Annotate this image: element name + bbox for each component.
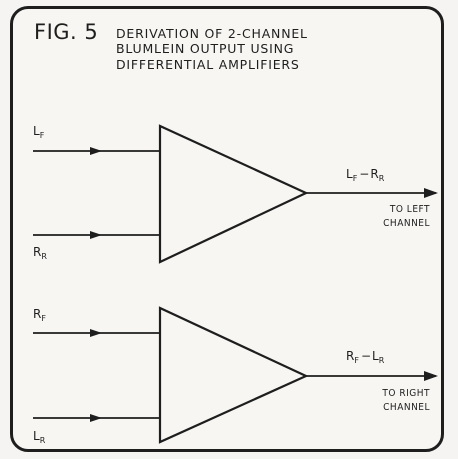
amplifier-2-triangle bbox=[158, 306, 309, 444]
amplifier-1-input-top-label: LF bbox=[33, 124, 45, 140]
amplifier-2-destination-line-2: CHANNEL bbox=[383, 402, 430, 413]
amplifier-1-input-top-arrow bbox=[90, 147, 102, 155]
figure-title-line-1: DERIVATION OF 2-CHANNEL bbox=[116, 26, 308, 41]
amplifier-1-output-arrow bbox=[424, 188, 438, 198]
amplifier-2-input-bottom-arrow bbox=[90, 414, 102, 422]
amplifier-1-destination-line-2: CHANNEL bbox=[383, 218, 430, 229]
amplifier-2-destination-line-1: TO RIGHT bbox=[381, 388, 430, 399]
amplifier-1-input-bottom-label: RR bbox=[33, 245, 47, 261]
amplifier-2-input-top-arrow bbox=[90, 329, 102, 337]
amplifier-2-output-arrow bbox=[424, 371, 438, 381]
figure-title-line-3: DIFFERENTIAL AMPLIFIERS bbox=[116, 57, 300, 72]
amplifier-1-triangle bbox=[158, 124, 309, 264]
amplifier-1-destination-line-1: TO LEFT bbox=[389, 204, 430, 215]
figure-label: FIG. 5 bbox=[34, 20, 99, 44]
figure-frame bbox=[10, 6, 444, 452]
amplifier-1-input-bottom-arrow bbox=[90, 231, 102, 239]
amplifier-1-output-label: LF−RR bbox=[346, 167, 385, 183]
amplifier-2-input-top-label: RF bbox=[33, 307, 46, 323]
amplifier-2-input-bottom-label: LR bbox=[33, 429, 46, 445]
amplifier-2: RF LR RF−LR TO RIGHT CHANNEL bbox=[33, 306, 438, 445]
amplifier-1: LF RR LF−RR TO LEFT CHANNEL bbox=[33, 124, 438, 264]
figure-title-line-2: BLUMLEIN OUTPUT USING bbox=[116, 41, 295, 56]
amplifier-2-output-label: RF−LR bbox=[346, 349, 385, 365]
